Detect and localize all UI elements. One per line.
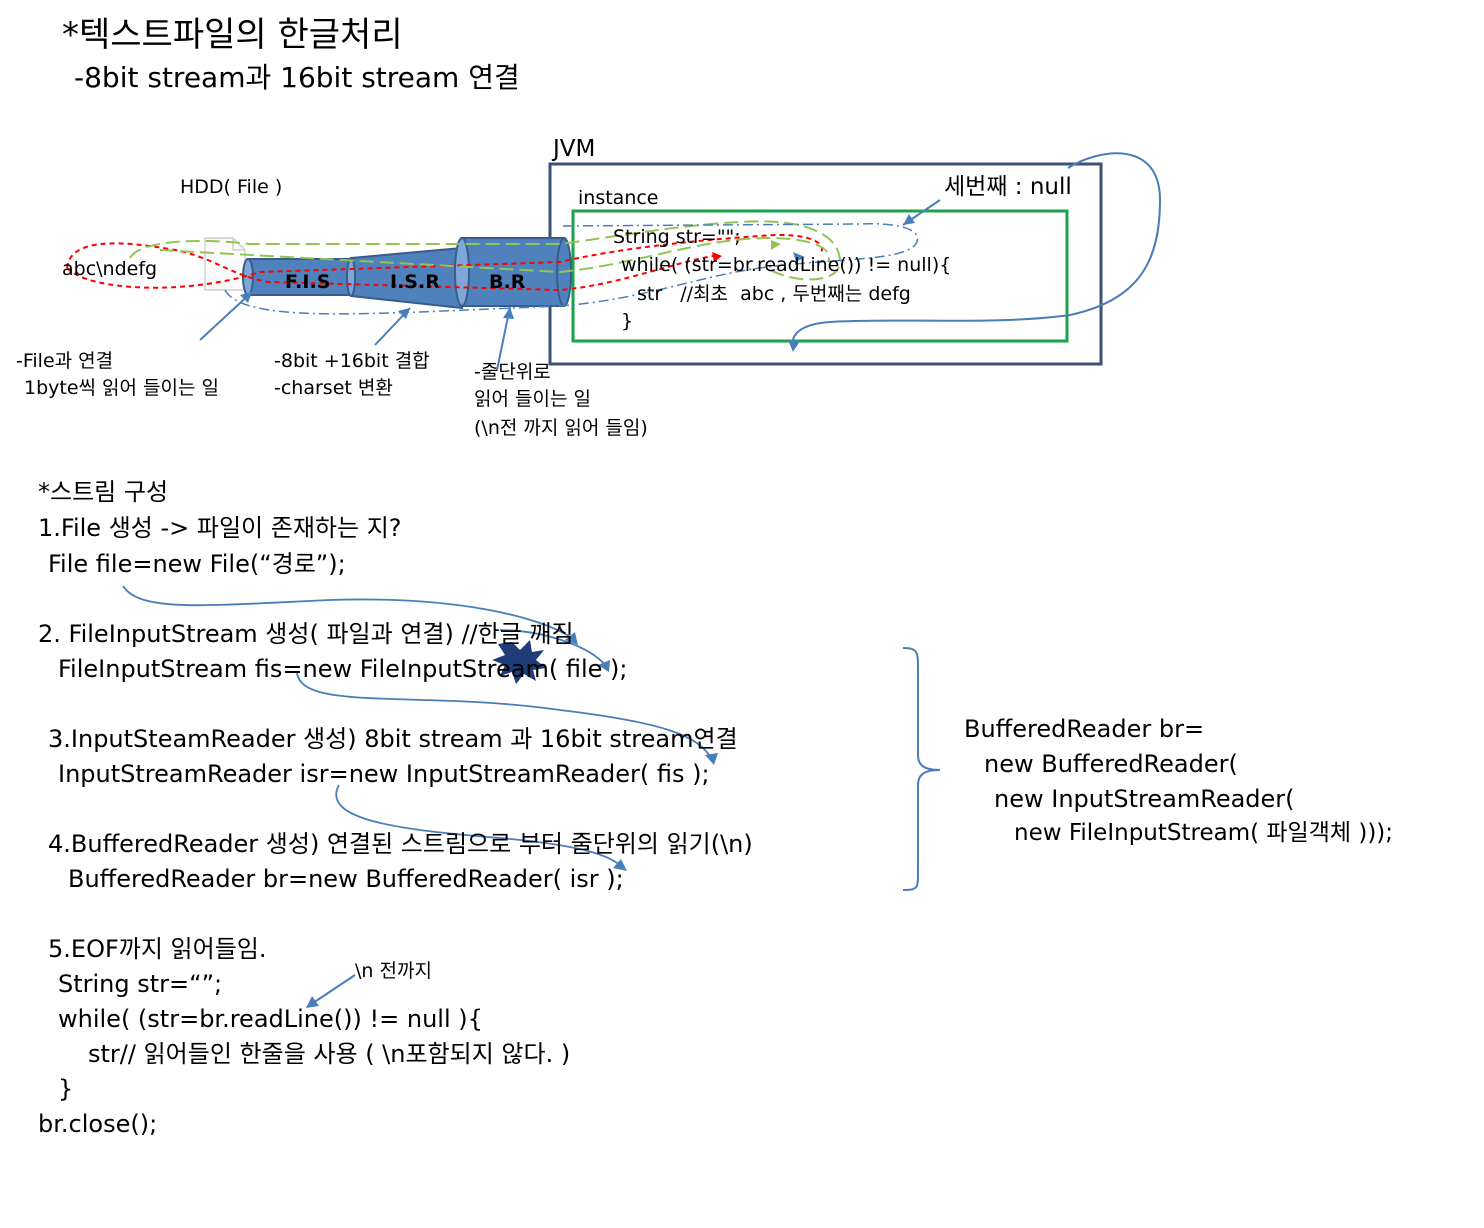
combined-line-4: new FileInputStream( 파일객체 ))); [1014, 820, 1394, 846]
red-arrowhead [712, 252, 722, 262]
step4-title: 4.BufferedReader 생성) 연결된 스트림으로 부터 줄단위의 읽… [48, 830, 753, 858]
third-read-note: 세번째 : null [944, 174, 1072, 200]
step5-line-2: while( (str=br.readLine()) != null ){ [58, 1005, 483, 1033]
br-note-3: (\n전 까지 읽어 들임) [474, 417, 648, 439]
pipe-label-fis: F.I.S [285, 271, 331, 293]
broken-splat [492, 640, 546, 684]
step5-line-3: str// 읽어들인 한줄을 사용 ( \n포함되지 않다. ) [88, 1040, 571, 1068]
fis-note-2: 1byte씩 읽어 들이는 일 [24, 377, 220, 399]
newline-note-arrow [309, 974, 356, 1006]
fis-arrow [199, 291, 253, 341]
step3-code: InputStreamReader isr=new InputStreamRea… [58, 760, 710, 788]
combined-line-2: new BufferedReader( [984, 750, 1238, 778]
green-arrowhead [771, 240, 781, 250]
page-subtitle: -8bit stream과 16bit stream 연결 [74, 61, 520, 94]
diagram-code-line-1: String str=""; [613, 226, 741, 248]
step-link-1b [499, 629, 608, 668]
curly-brace [902, 647, 941, 891]
jvm-label: JVM [553, 136, 596, 162]
instance-box [571, 209, 1069, 343]
isr-note-2: -charset 변환 [274, 377, 393, 399]
step5-line-1: String str=“”; [58, 970, 223, 998]
steps-heading: *스트림 구성 [38, 478, 169, 506]
blue-dash-flow [224, 223, 919, 315]
page-title: *텍스트파일의 한글처리 [62, 15, 403, 55]
br-note-2: 읽어 들이는 일 [474, 388, 591, 410]
blue-arrowhead-code [793, 252, 805, 262]
step1-code: File file=new File(“경로”); [48, 550, 346, 578]
pipe-fis [242, 258, 352, 296]
diagram-code-line-4: } [621, 310, 634, 332]
red-dash-flow-1 [66, 242, 721, 292]
step4-code: BufferedReader br=new BufferedReader( is… [68, 865, 624, 893]
diagram-code-line-3: str //최초 abc , 두번째는 defg [637, 283, 911, 305]
isr-note-1: -8bit +16bit 결합 [274, 350, 430, 372]
file-content: abc\ndefg [62, 258, 158, 280]
step2-title: 2. FileInputStream 생성( 파일과 연결) //한글 깨짐 [38, 620, 574, 648]
red-dash-flow-2 [66, 234, 823, 289]
file-icon [204, 237, 246, 291]
pipe-label-isr: I.S.R [390, 271, 440, 293]
pipe-label-br: B.R [489, 271, 526, 293]
br-note-1: -줄단위로 [474, 361, 551, 383]
fis-note-1: -File과 연결 [16, 350, 114, 372]
step5-line-4: } [58, 1075, 74, 1103]
step5-title: 5.EOF까지 읽어들임. [48, 935, 267, 963]
diagram-code-line-2: while( (str=br.readLine()) != null){ [621, 254, 952, 276]
instance-label: instance [578, 187, 659, 209]
step5-newline-note: \n 전까지 [355, 960, 432, 982]
green-dash-flow-1 [129, 220, 842, 281]
step-link-1 [122, 585, 576, 641]
hdd-label: HDD( File ) [180, 176, 283, 198]
loop-arrow [791, 152, 1162, 349]
step1-title: 1.File 생성 -> 파일이 존재하는 지? [38, 514, 402, 542]
green-dash-flow-2 [159, 236, 831, 274]
step5-line-5: br.close(); [38, 1110, 158, 1138]
combined-line-1: BufferedReader br= [964, 715, 1205, 743]
step2-code: FileInputStream fis=new FileInputStream(… [58, 655, 628, 683]
step3-title: 3.InputSteamReader 생성) 8bit stream 과 16b… [48, 725, 738, 753]
step-link-3 [335, 784, 623, 868]
combined-line-3: new InputStreamReader( [994, 785, 1295, 813]
step-link-2 [296, 671, 713, 761]
